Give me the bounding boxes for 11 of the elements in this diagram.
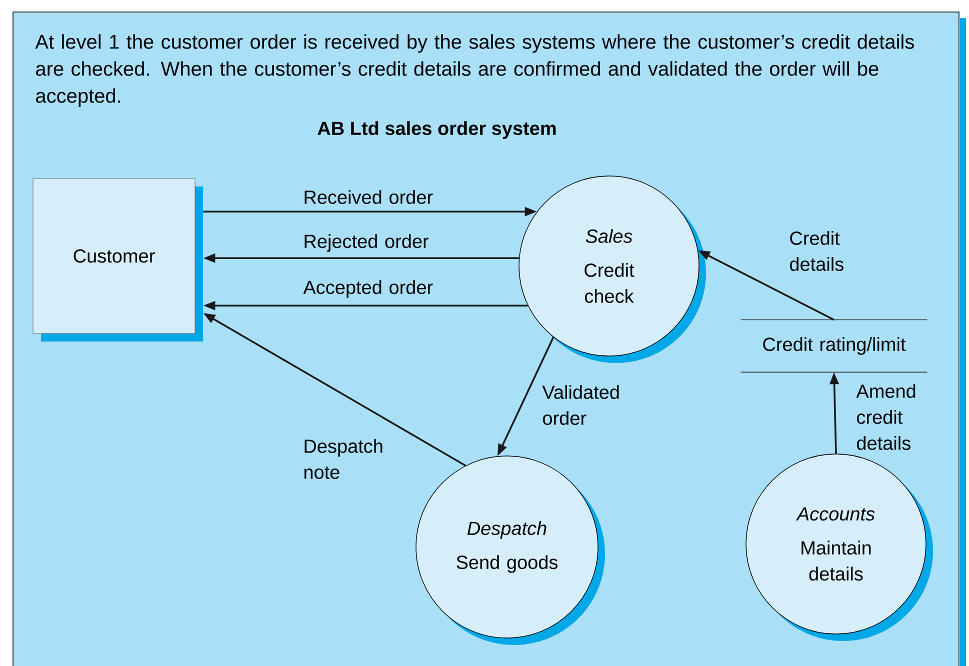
edge-label: Despatch note: [304, 439, 382, 479]
edge-label: Amend credit details: [856, 384, 916, 450]
edge-label: Credit details: [790, 231, 844, 271]
data-store: Credit rating/limit: [740, 319, 928, 373]
external-entity-box: Customer: [32, 178, 203, 342]
edge-label: Received order: [304, 190, 433, 204]
edge-label: Rejected order: [304, 234, 429, 252]
edge-label: Accepted order: [303, 280, 433, 298]
diagram-title: AB Ltd sales order system: [318, 121, 556, 139]
description-text: At level 1 the customer order is received by the sales systems where the customer’s credit details are checked. When the customer’s credit details are confirmed and validated the order will be accepted.: [35, 34, 914, 107]
edge-label: Validated order: [542, 385, 619, 425]
